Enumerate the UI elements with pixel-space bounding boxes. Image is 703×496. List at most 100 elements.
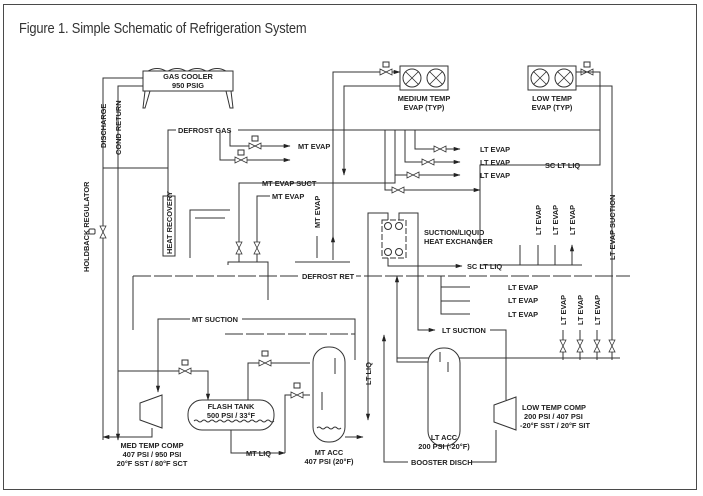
gas-cooler-pressure: 950 PSIG: [172, 81, 204, 90]
figure-title: Figure 1. Simple Schematic of Refrigerat…: [19, 20, 307, 37]
cond-return-line: [115, 85, 143, 441]
defrost-mt-branch-2: [219, 130, 291, 163]
motorized-tag: [382, 61, 390, 68]
lt-defrost-branch-3: [394, 130, 461, 178]
lt-evap-label-c1: LT EVAP: [508, 283, 538, 292]
sc-lt-liq-label-top: SC LT LIQ: [545, 161, 580, 170]
motorized-tag: [261, 350, 269, 357]
holdback-regulator-label: HOLDBACK REGULATOR: [82, 181, 91, 272]
lt-evap-risers: LT EVAP LT EVAP LT EVAP: [480, 205, 582, 266]
flash-tank: FLASH TANK 500 PSI / 33°F: [187, 399, 275, 431]
heat-recovery-label: HEAT RECOVERY: [165, 191, 174, 254]
low-temp-comp-line1: LOW TEMP COMP: [522, 403, 586, 412]
mt-liq-to-acc: [284, 394, 310, 453]
solenoid-valve[interactable]: [248, 142, 262, 150]
lt-evap-label-b1: LT EVAP: [534, 205, 543, 235]
heat-recovery: [162, 195, 176, 257]
flash-tank-name: FLASH TANK: [208, 402, 255, 411]
solenoid-valve[interactable]: [234, 156, 248, 164]
mt-evap-suct-label: MT EVAP SUCT: [262, 179, 317, 188]
low-temp-evap: LOW TEMP EVAP (TYP): [527, 65, 577, 112]
lt-evap-suction-line: [576, 85, 613, 360]
solenoid-valve[interactable]: [433, 145, 447, 153]
figure-frame: [3, 4, 697, 490]
motorized-tag: [181, 359, 189, 366]
lt-accumulator: LT ACC 200 PSI (-20°F): [418, 347, 470, 451]
low-temp-compressor: LOW TEMP COMP 200 PSI / 407 PSI -20°F SS…: [493, 396, 590, 431]
check-valve[interactable]: [593, 339, 601, 353]
mt-header: [227, 261, 269, 300]
mt-acc-spec: 407 PSI (20°F): [305, 457, 355, 466]
solenoid-tag: [237, 149, 245, 156]
motorized-valve[interactable]: [178, 367, 192, 375]
low-temp-evap-line1: LOW TEMP: [532, 94, 572, 103]
defrost-gas-text: DEFROST GAS: [178, 126, 231, 135]
check-valve[interactable]: [253, 241, 261, 255]
mt-accumulator: MT ACC 407 PSI (20°F): [305, 346, 355, 466]
lt-acc-spec: 200 PSI (-20°F): [418, 442, 470, 451]
medium-temp-evap-line2: EVAP (TYP): [404, 103, 445, 112]
check-valve[interactable]: [559, 339, 567, 353]
solenoid-valve[interactable]: [421, 158, 435, 166]
mt-evap-liquid-line: [332, 69, 401, 260]
lt-evap-label-a3: LT EVAP: [480, 171, 510, 180]
med-temp-comp-line3: 20°F SST / 80°F SCT: [117, 459, 188, 468]
lt-acc-name: LT ACC: [431, 433, 458, 442]
sc-lt-liq-label-bottom: SC LT LIQ: [467, 262, 502, 271]
booster-disch-label: BOOSTER DISCH: [411, 458, 473, 467]
lt-liq-label: LT LIQ: [364, 362, 373, 385]
lt-evap-label-b2: LT EVAP: [551, 205, 560, 235]
holdback-regulator-valve[interactable]: [99, 225, 107, 239]
mt-acc-name: MT ACC: [315, 448, 344, 457]
check-valve[interactable]: [235, 241, 243, 255]
med-temp-comp-line2: 407 PSI / 950 PSI: [123, 450, 182, 459]
solenoid-tag: [251, 135, 259, 142]
mt-suction-line: [155, 318, 356, 393]
lt-defrost-returns: [440, 276, 470, 315]
flash-tank-spec: 500 PSI / 33°F: [207, 411, 256, 420]
motorized-tag: [583, 61, 591, 68]
check-valve[interactable]: [608, 339, 616, 353]
solenoid-valve[interactable]: [406, 171, 420, 179]
lt-suction-from-hx: [398, 212, 436, 333]
discharge-label: DISCHARGE: [99, 104, 108, 148]
mt-evap-return-line: [341, 85, 400, 176]
discharge-line: [102, 77, 143, 440]
motorized-valve[interactable]: [290, 391, 304, 399]
relief-header: [189, 209, 230, 258]
lt-evap-label-a2: LT EVAP: [480, 158, 510, 167]
gas-cooler-name: GAS COOLER: [163, 72, 213, 81]
sc-lt-liq-from-hx: [387, 258, 463, 269]
flash-tank-inlet: [118, 370, 211, 401]
lt-defrost-main: [384, 130, 481, 193]
lt-evap-suction-label: LT EVAP SUCTION: [608, 195, 617, 260]
holdback-actuator: [88, 228, 96, 235]
lt-evap-label-c3: LT EVAP: [508, 310, 538, 319]
motorized-valve[interactable]: [258, 359, 272, 367]
lt-evap-label-b3: LT EVAP: [568, 205, 577, 235]
mt-evap-label-1: MT EVAP: [298, 142, 330, 151]
lt-suction-label: LT SUCTION: [442, 326, 486, 335]
mt-suction-label: MT SUCTION: [192, 315, 238, 324]
lt-defrost-branch-2: [404, 130, 461, 165]
defrost-ret-label: DEFROST RET: [302, 272, 355, 281]
mt-evap-label-3: MT EVAP: [313, 196, 322, 228]
mt-liq-line: [230, 430, 286, 456]
solenoid-valve[interactable]: [391, 186, 405, 194]
lt-liq-line: [365, 212, 389, 421]
mt-evap-line: [256, 195, 270, 262]
motorized-valve[interactable]: [379, 68, 393, 76]
lt-evap-label-d1: LT EVAP: [559, 295, 568, 325]
cond-return-label: COND RETURN: [114, 100, 123, 155]
check-valve[interactable]: [576, 339, 584, 353]
defrost-mt-branch-1: [229, 130, 291, 149]
lt-defrost-branch-1: [414, 130, 461, 152]
lt-evap-label-c2: LT EVAP: [508, 296, 538, 305]
mt-evap-label-2: MT EVAP: [272, 192, 304, 201]
mt-liq-label: MT LIQ: [246, 449, 271, 458]
hx-label-line1: SUCTION/LIQUID: [424, 228, 485, 237]
hx-label-line2: HEAT EXCHANGER: [424, 237, 494, 246]
lt-evap-label-d3: LT EVAP: [593, 295, 602, 325]
med-temp-compressor: MED TEMP COMP 407 PSI / 950 PSI 20°F SST…: [102, 394, 188, 468]
